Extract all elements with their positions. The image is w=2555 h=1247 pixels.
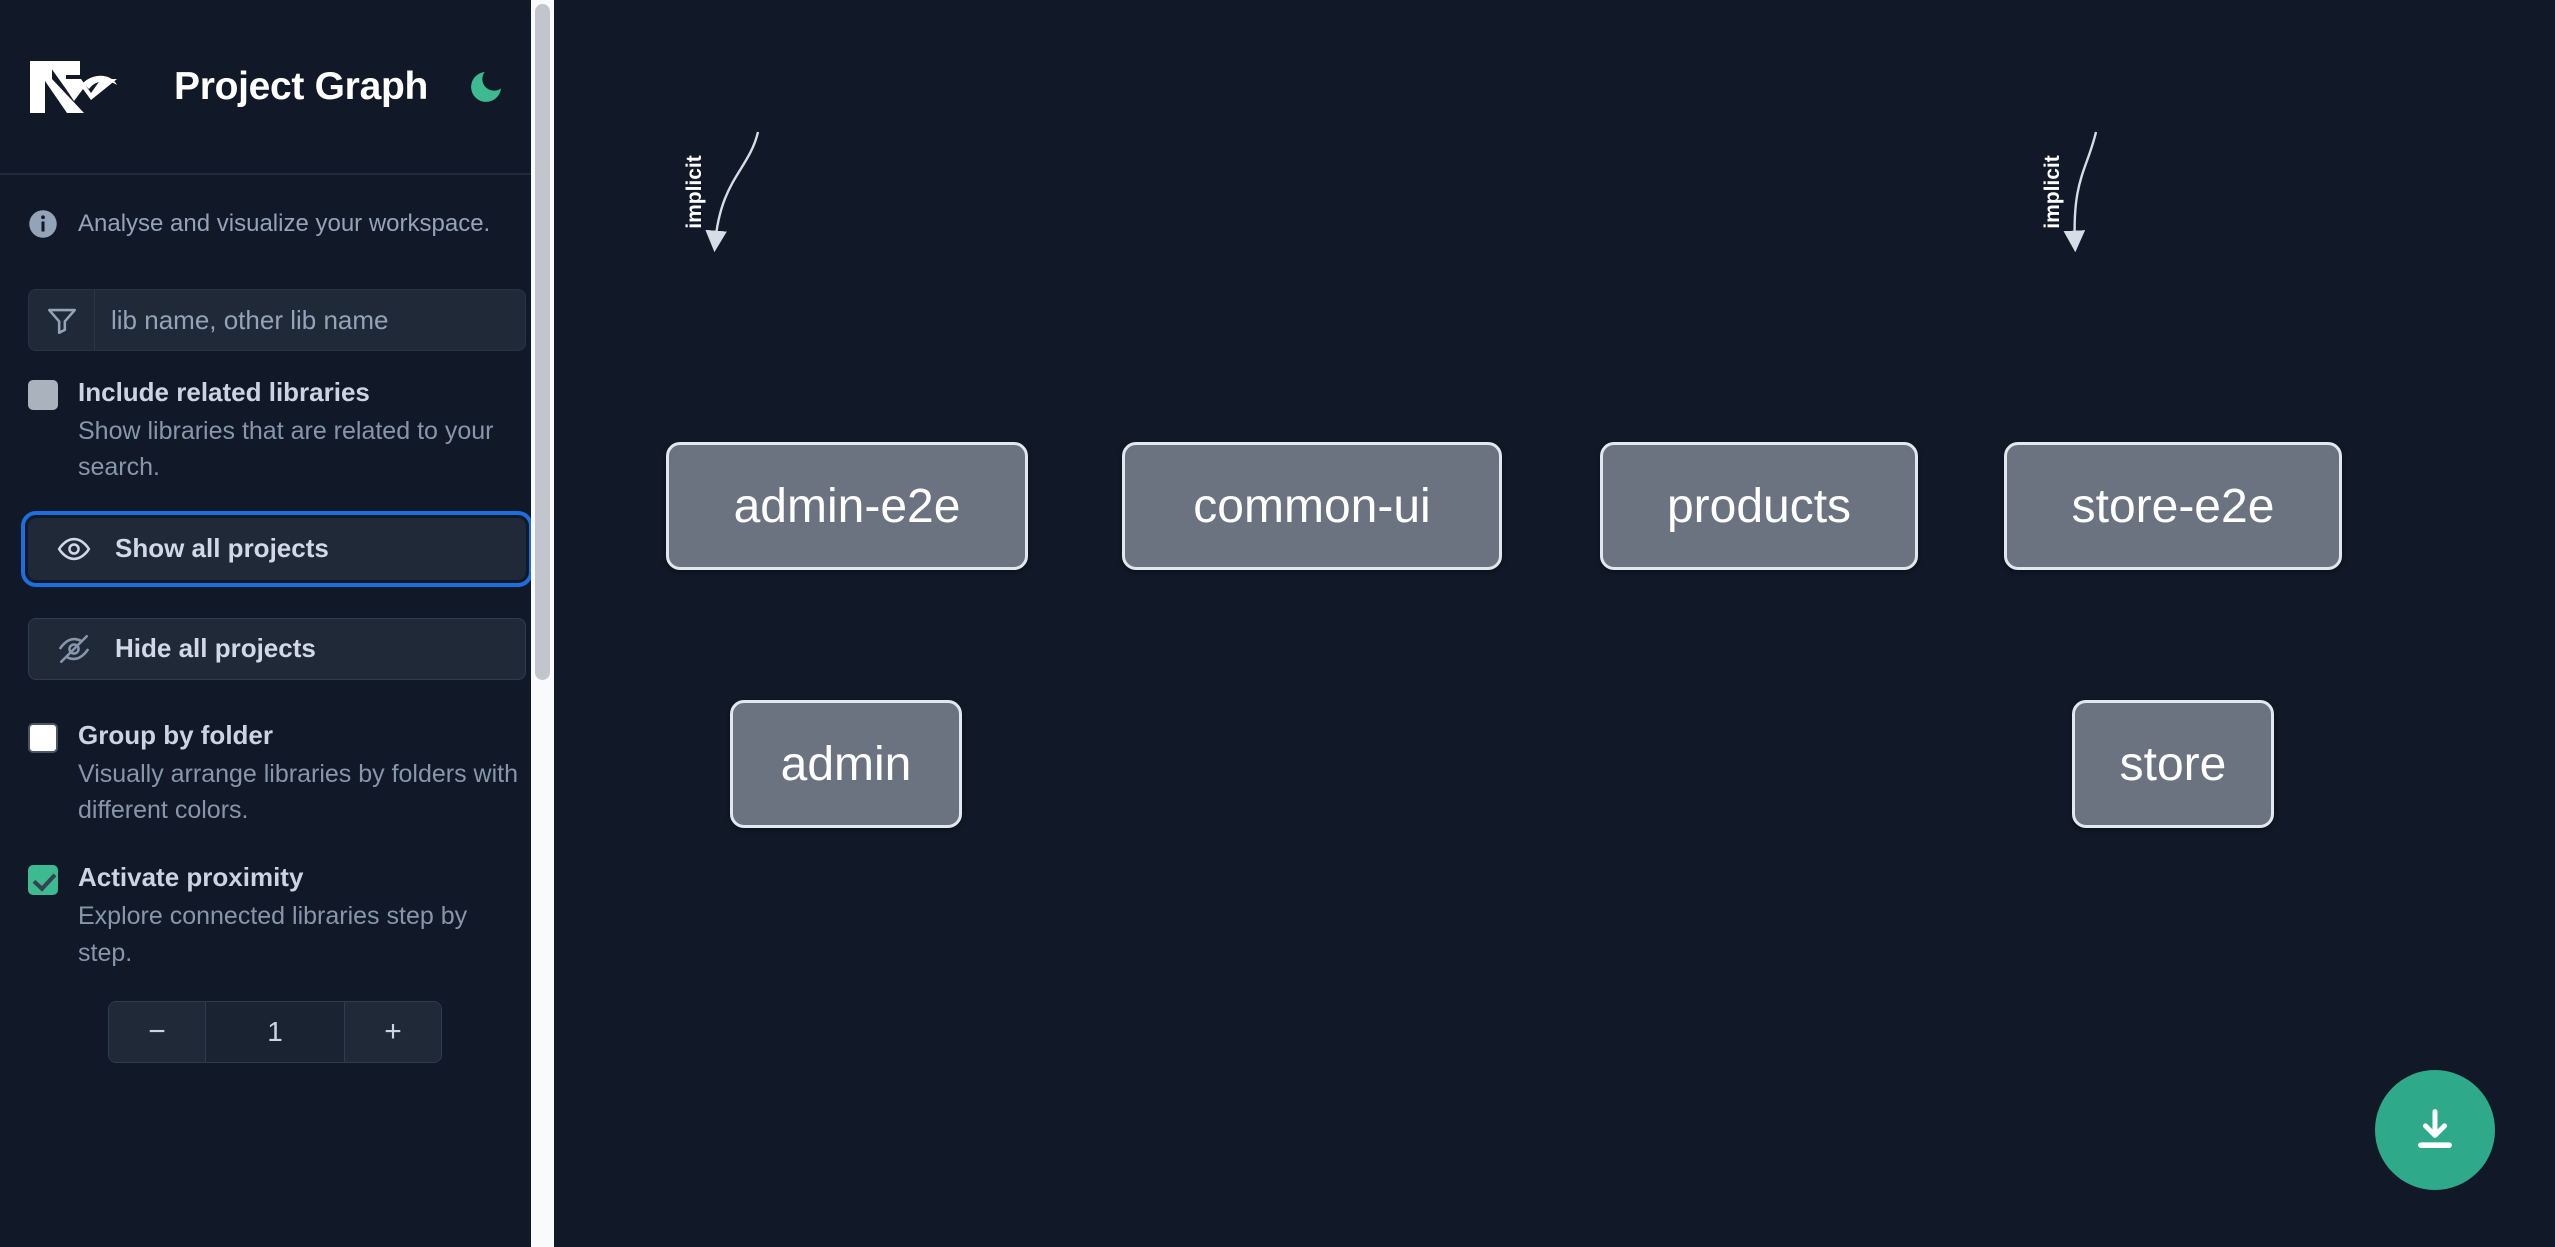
option-label: Group by folder: [78, 719, 273, 750]
graph-canvas[interactable]: implicit implicit admin-e2e common-ui pr…: [554, 0, 2555, 1247]
checkbox-activate-proximity[interactable]: [28, 865, 58, 896]
graph-node-store-e2e[interactable]: store-e2e: [2004, 442, 2342, 570]
option-texts: Include related libraries Show libraries…: [78, 375, 526, 486]
funnel-glyph: [47, 308, 76, 335]
node-label: common-ui: [1193, 479, 1431, 533]
graph-node-admin-e2e[interactable]: admin-e2e: [666, 442, 1028, 570]
checkbox-include-related-libraries[interactable]: [28, 380, 58, 410]
node-label: admin-e2e: [733, 479, 961, 533]
option-group-by-folder[interactable]: Group by folder Visually arrange librari…: [0, 718, 554, 829]
download-icon: [2418, 1109, 2452, 1148]
stepper-increment-button[interactable]: +: [345, 1001, 441, 1062]
checkbox-group-by-folder[interactable]: [28, 722, 58, 753]
quantity-stepper[interactable]: − 1 +: [108, 1000, 442, 1063]
node-label: store: [2119, 737, 2227, 791]
sidebar-scrollbar[interactable]: [531, 0, 554, 1247]
option-texts: Activate proximity Explore connected lib…: [78, 860, 526, 971]
sidebar: Project Graph Analyse and visualize your…: [0, 0, 554, 1247]
option-label: Activate proximity: [78, 862, 304, 893]
projects-button-group: Show all projects Hide all projects: [0, 510, 554, 680]
hide-all-projects-button[interactable]: Hide all projects: [28, 617, 526, 680]
option-description: Explore connected libraries step by step…: [78, 902, 468, 967]
proximity-stepper-wrap: − 1 +: [0, 1000, 554, 1063]
eye-icon: [55, 530, 93, 568]
edge-label-implicit: implicit: [2041, 155, 2064, 229]
graph-node-store[interactable]: store: [2072, 700, 2274, 828]
stepper-value: 1: [205, 1001, 345, 1062]
stepper-decrement-button[interactable]: −: [109, 1001, 205, 1062]
filter-funnel-icon: [29, 290, 95, 350]
eye-off-icon: [55, 630, 93, 668]
hide-all-projects-label: Hide all projects: [115, 633, 316, 664]
show-all-projects-label: Show all projects: [115, 533, 329, 564]
workspace-info: Analyse and visualize your workspace.: [0, 175, 554, 273]
graph-node-common-ui[interactable]: common-ui: [1122, 442, 1502, 570]
page-title: Project Graph: [174, 64, 428, 108]
info-text: Analyse and visualize your workspace.: [78, 210, 491, 237]
search-input[interactable]: [95, 290, 525, 350]
filter-search-box[interactable]: [28, 289, 526, 351]
node-label: admin: [780, 737, 912, 791]
graph-node-products[interactable]: products: [1600, 442, 1918, 570]
option-description: Show libraries that are related to your …: [78, 417, 494, 482]
option-label: Include related libraries: [78, 377, 370, 407]
info-icon: [29, 210, 57, 238]
edge-label-implicit: implicit: [683, 155, 706, 229]
nx-logo-icon: [30, 60, 117, 113]
node-label: store-e2e: [2071, 479, 2275, 533]
eye-off-glyph: [58, 634, 90, 663]
show-all-projects-button[interactable]: Show all projects: [21, 510, 533, 587]
moon-glyph: [471, 71, 501, 102]
edge-store-e2e-store[interactable]: [2063, 131, 2098, 253]
moon-icon[interactable]: [460, 61, 512, 113]
option-activate-proximity[interactable]: Activate proximity Explore connected lib…: [0, 860, 554, 971]
graph-edges-layer: implicit implicit: [683, 131, 2098, 253]
option-texts: Group by folder Visually arrange librari…: [78, 718, 526, 829]
sidebar-header: Project Graph: [0, 0, 554, 175]
sidebar-scrollbar-thumb[interactable]: [535, 4, 550, 680]
edge-admin-e2e-admin[interactable]: [705, 131, 760, 253]
option-description: Visually arrange libraries by folders wi…: [78, 759, 519, 824]
node-label: products: [1666, 479, 1852, 533]
download-graph-button[interactable]: [2375, 1070, 2495, 1190]
eye-glyph: [57, 537, 91, 560]
graph-node-admin[interactable]: admin: [730, 700, 962, 828]
option-include-related-libraries[interactable]: Include related libraries Show libraries…: [0, 375, 554, 486]
